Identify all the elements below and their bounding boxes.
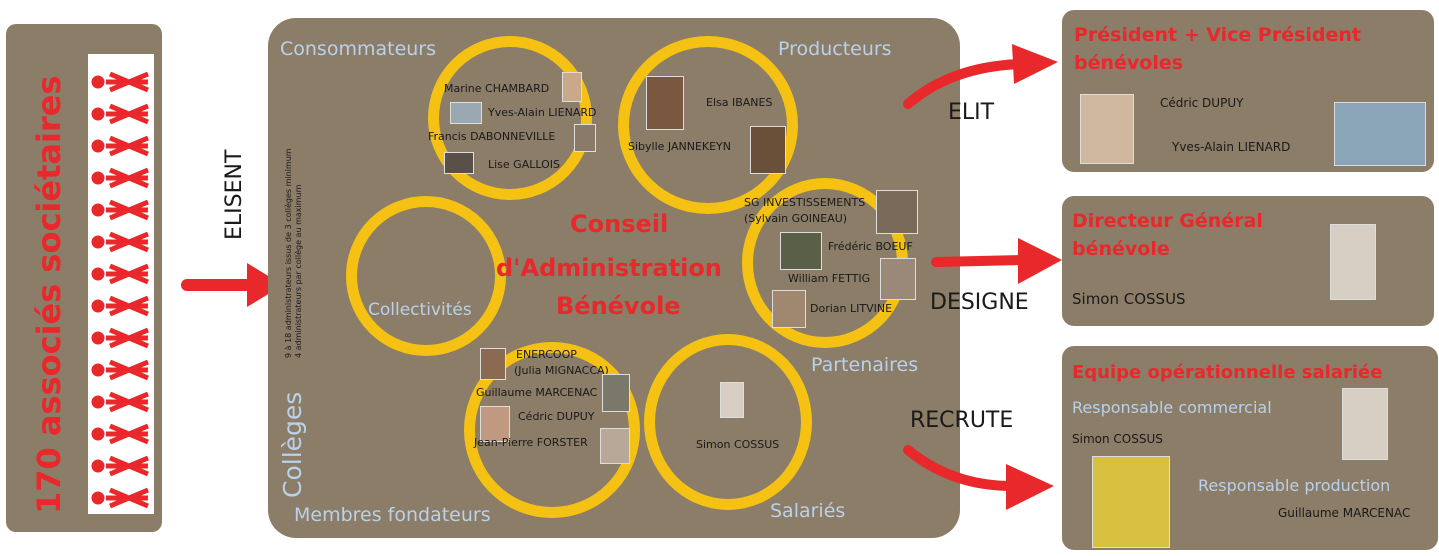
designe-label: DESIGNE — [930, 290, 1029, 315]
member-fettig: William FETTIG — [788, 272, 871, 285]
associes-panel: 170 associés sociétaires — [6, 24, 162, 532]
photo-directeur-cossus — [1330, 224, 1376, 300]
board-title-3: Bénévole — [556, 292, 681, 320]
member-ibanes: Elsa IBANES — [706, 96, 773, 109]
board-title-1: Conseil — [570, 210, 669, 238]
member-marcenac: Guillaume MARCENAC — [476, 386, 598, 399]
people-icon — [91, 71, 149, 509]
member-dabonneville: Francis DABONNEVILLE — [428, 130, 556, 143]
equipe-name-commercial: Simon COSSUS — [1072, 432, 1163, 446]
designe-arrow — [931, 238, 1062, 284]
college-salaries-label: Salariés — [770, 500, 846, 522]
photo-equipe-cossus — [1342, 388, 1388, 460]
photo-president-dupuy — [1080, 94, 1134, 164]
board-panel: Consommateurs Producteurs Partenaires Sa… — [268, 18, 960, 538]
elit-arrow — [903, 44, 1058, 109]
member-enercoop: ENERCOOP — [516, 348, 577, 361]
member-boeuf: Frédéric BOEUF — [828, 240, 913, 253]
member-goineau: (Sylvain GOINEAU) — [744, 212, 848, 225]
president-title-2: bénévoles — [1074, 52, 1184, 74]
photo-jannekeyn — [750, 126, 786, 174]
people-graphic — [88, 54, 154, 514]
president-name-1: Cédric DUPUY — [1160, 96, 1244, 110]
photo-forster — [600, 428, 630, 464]
photo-vice-lienard — [1334, 102, 1426, 166]
elit-label: ELIT — [948, 100, 995, 125]
photo-equipe-marcenac — [1092, 456, 1170, 548]
college-fondateurs-label: Membres fondateurs — [294, 504, 491, 526]
member-sg: SG INVESTISSEMENTS — [744, 196, 866, 209]
equipe-role-production: Responsable production — [1198, 476, 1391, 495]
directeur-title-1: Directeur Général — [1072, 210, 1263, 232]
photo-ibanes — [646, 76, 684, 130]
elisent-label: ELISENT — [222, 149, 247, 240]
college-producteurs-label: Producteurs — [778, 38, 892, 60]
member-jannekeyn: Sibylle JANNEKEYN — [628, 140, 732, 153]
photo-chambard — [562, 72, 582, 102]
equipe-role-commercial: Responsable commercial — [1072, 398, 1272, 417]
colleges-rule-2: 4 administrateurs par collège au maximum — [294, 184, 303, 358]
photo-fettig — [880, 258, 916, 300]
member-gallois: Lise GALLOIS — [488, 158, 560, 171]
college-partenaires-label: Partenaires — [811, 354, 919, 376]
photo-cossus-salarie — [720, 382, 744, 418]
ring-producteurs — [618, 36, 798, 214]
recrute-label: RECRUTE — [910, 408, 1014, 433]
ring-consommateurs — [428, 36, 592, 200]
college-consommateurs-label: Consommateurs — [280, 38, 437, 60]
photo-goineau — [876, 190, 918, 234]
ring-fondateurs — [464, 342, 640, 518]
directeur-name: Simon COSSUS — [1072, 290, 1186, 308]
equipe-panel: Equipe opérationnelle salariée Responsab… — [1062, 346, 1438, 550]
directeur-title-2: bénévole — [1072, 238, 1170, 260]
photo-marcenac-blurred — [602, 374, 630, 412]
ring-salaries — [644, 334, 812, 510]
photo-dupuy — [480, 406, 510, 442]
member-litvine: Dorian LITVINE — [810, 302, 893, 315]
equipe-name-production: Guillaume MARCENAC — [1278, 506, 1411, 520]
photo-lienard-blurred — [450, 102, 482, 124]
colleges-rule-1: 9 à 18 administrateurs issus de 3 collèg… — [284, 148, 293, 358]
president-name-2: Yves-Alain LIENARD — [1172, 140, 1291, 154]
member-forster: Jean-Pierre FORSTER — [474, 436, 588, 449]
photo-mignacca — [480, 348, 506, 380]
college-collectivites-label: Collectivités — [368, 300, 472, 320]
president-panel: Président + Vice Président bénévoles Céd… — [1062, 10, 1434, 172]
photo-gallois — [444, 152, 474, 174]
member-chambard: Marine CHAMBARD — [444, 82, 550, 95]
ring-collectivites — [346, 196, 506, 356]
recrute-arrow — [903, 445, 1054, 510]
photo-dabonneville — [574, 124, 596, 152]
member-dupuy: Cédric DUPUY — [518, 410, 595, 423]
board-title-2: d'Administration — [496, 254, 722, 282]
colleges-label: Collèges — [278, 391, 307, 498]
equipe-title: Equipe opérationnelle salariée — [1072, 362, 1383, 383]
member-mignacca: (Julia MIGNACCA) — [514, 364, 609, 377]
photo-litvine — [772, 290, 806, 328]
directeur-panel: Directeur Général bénévole Simon COSSUS — [1062, 196, 1434, 326]
photo-boeuf — [780, 232, 822, 270]
president-title-1: Président + Vice Président — [1074, 24, 1361, 46]
member-lienard: Yves-Alain LIENARD — [488, 106, 597, 119]
member-cossus: Simon COSSUS — [696, 438, 780, 451]
elisent-arrow — [181, 263, 283, 307]
associes-title: 170 associés sociétaires — [30, 75, 68, 515]
